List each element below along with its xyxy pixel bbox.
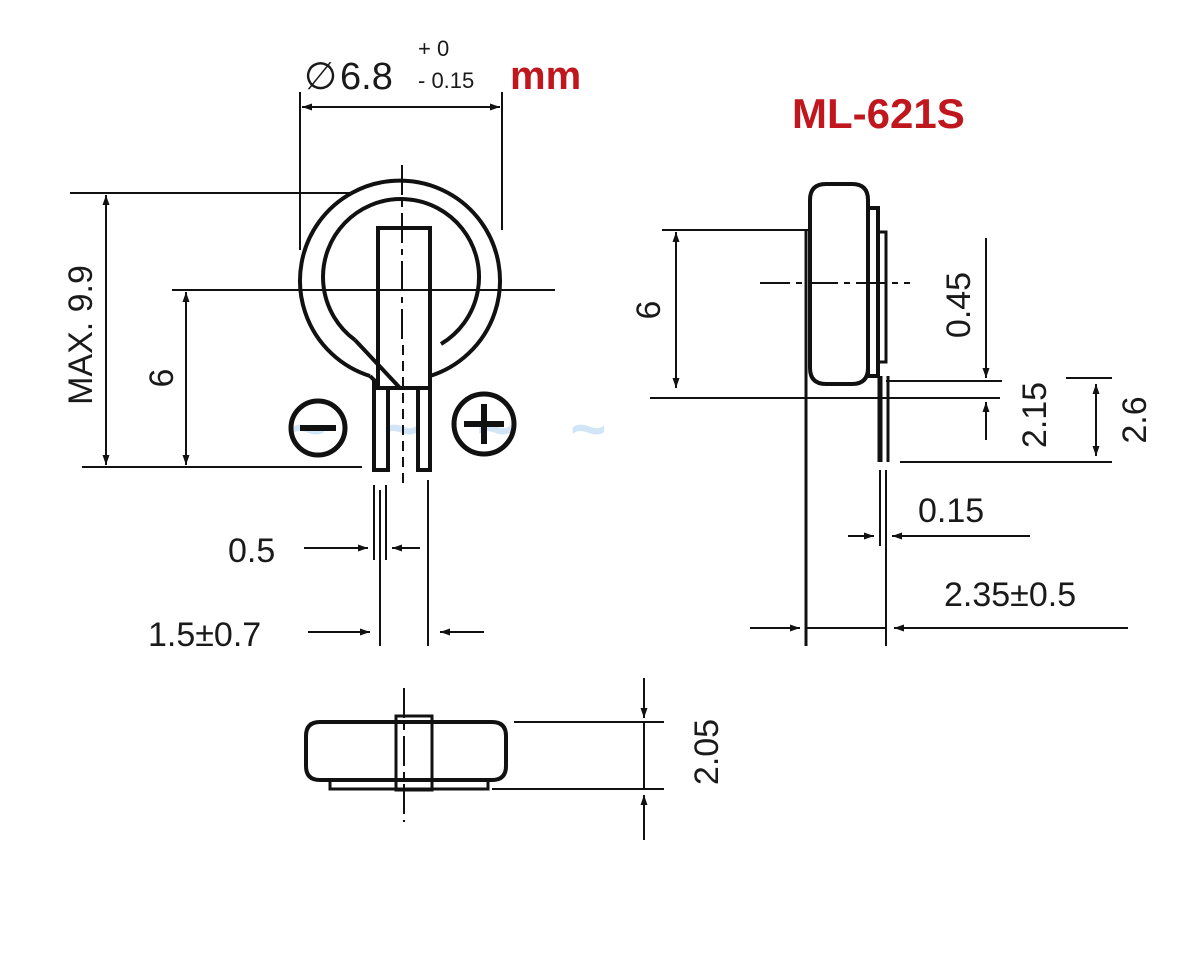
central-tab (376, 226, 432, 390)
pin-length-label: 2.6 (1116, 396, 1154, 443)
diameter-value: 6.8 (340, 56, 393, 98)
thickness-label: 2.05 (688, 719, 726, 785)
battery-outer-ring (298, 178, 502, 378)
diameter-symbol: ∅ (304, 56, 337, 98)
tab-thickness-label: 0.15 (918, 492, 984, 530)
side-view: ML-621S 6 0.45 2.15 2.6 0.15 2.35±0.5 (630, 90, 1154, 646)
negative-symbol (288, 398, 348, 458)
bottom-body (304, 720, 508, 782)
positive-pin (416, 386, 432, 472)
model-title: ML-621S (792, 90, 965, 137)
center-height-label: 6 (143, 369, 181, 388)
unit-label: mm (510, 54, 581, 98)
overall-width-label: 2.35±0.5 (944, 576, 1076, 614)
positive-symbol (451, 391, 517, 457)
bottom-view: 2.05 (304, 678, 726, 840)
diameter-tol-lower: - 0.15 (418, 68, 474, 93)
pin-offset-label: 2.15 (1016, 382, 1054, 448)
diameter-tol-upper: + 0 (418, 36, 449, 61)
battery-inner-ring (321, 197, 482, 346)
side-body-height-label: 6 (630, 301, 668, 320)
negative-pin (372, 386, 390, 472)
pin-pitch-label: 1.5±0.7 (148, 616, 261, 654)
tab-gap-label: 0.45 (940, 272, 978, 338)
max-height-label: MAX. 9.9 (62, 265, 100, 405)
front-view: ∅ 6.8 + 0 - 0.15 mm MAX. 9.9 6 0.5 1.5±0… (62, 36, 581, 654)
pin-width-label: 0.5 (228, 532, 275, 570)
side-body (808, 182, 870, 386)
